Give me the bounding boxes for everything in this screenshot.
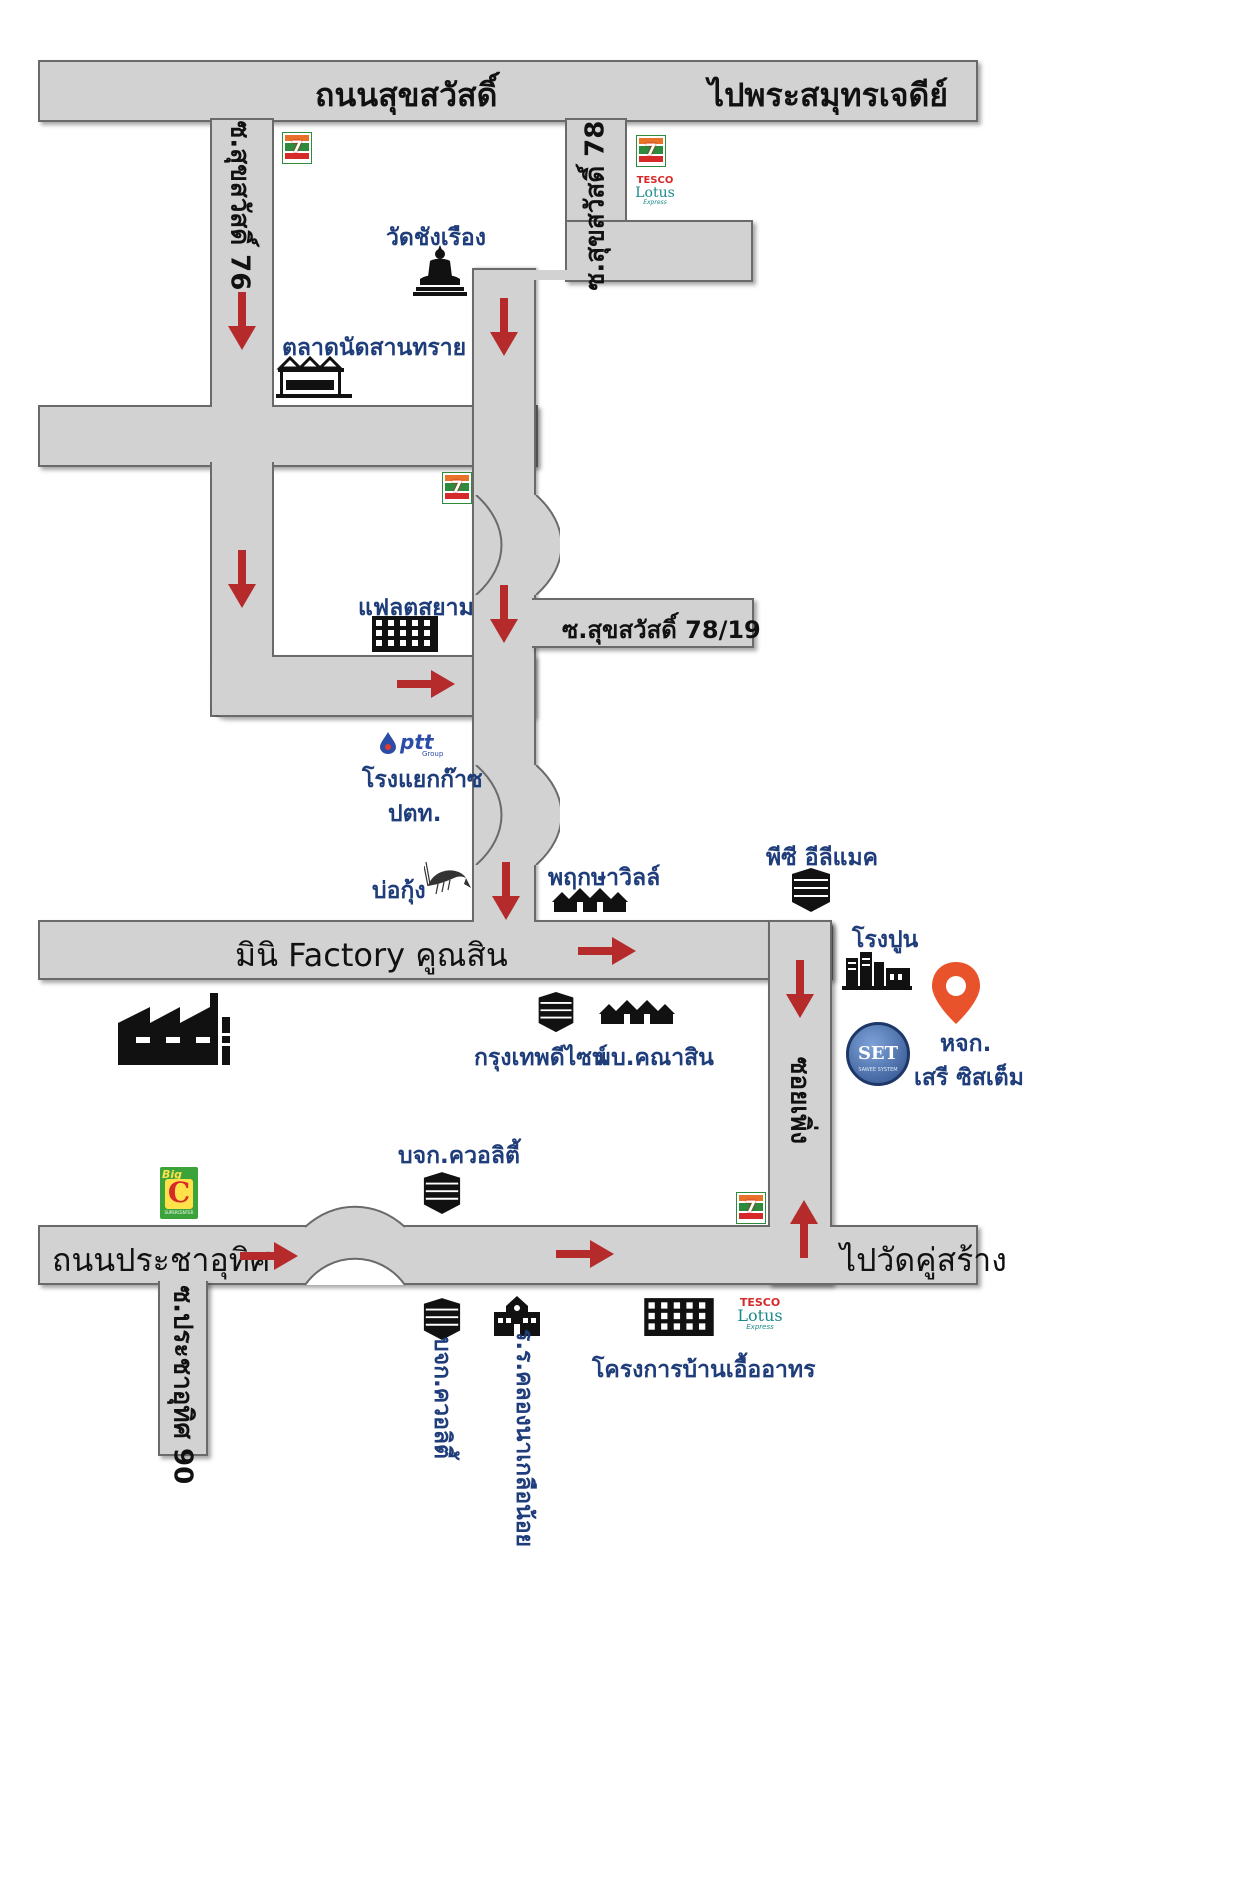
label-shrimp-pond: บ่อกุ้ง	[372, 878, 426, 904]
road-soi-pracha90	[158, 1281, 208, 1456]
seven-eleven-icon: 7	[282, 132, 312, 164]
road-curve-upper	[475, 495, 560, 595]
express-text: Express	[643, 199, 667, 206]
big-c-c-text: C	[167, 1176, 191, 1209]
arrow-down-icon	[228, 292, 256, 350]
road-label-soi76: ซ.สุขสวัสดิ์ 76	[224, 120, 255, 291]
road-label-sukhumvit: ถนนสุขสวัสดิ์	[315, 76, 498, 114]
label-hq: หจก.	[940, 1031, 992, 1057]
school-icon	[494, 1296, 540, 1336]
arrow-down-icon	[786, 960, 814, 1018]
road-crossroad	[38, 405, 538, 467]
lotus-text: Lotus	[737, 1306, 783, 1325]
road-mini-factory	[38, 920, 833, 980]
road-soi76	[210, 118, 274, 418]
seven-eleven-icon: 7	[636, 135, 666, 167]
road-label-pracha-uthit: ถนนประชาอุทิศ	[52, 1241, 271, 1279]
ptt-drop-icon	[380, 732, 396, 754]
label-khanasin-village: มบ.คณาสิน	[596, 1045, 714, 1071]
arrow-down-icon	[492, 862, 520, 920]
road-joint	[567, 120, 625, 126]
road-label-soi-phueng: ซอยเพิ่ง	[784, 1056, 815, 1145]
office-building-icon	[792, 868, 830, 912]
buddha-icon	[413, 245, 467, 296]
road-label-soi78: ซ.สุขสวัสดิ์ 78	[580, 120, 611, 291]
road-joint	[474, 270, 624, 280]
label-housing-project: โครงการบ้านเอื้ออาทร	[592, 1357, 816, 1383]
label-ptt: ปตท.	[388, 801, 442, 827]
location-pin-icon	[932, 962, 980, 1024]
label-quality-co: บจก.ควอลิตี้	[398, 1143, 520, 1169]
arrow-up-icon	[790, 1200, 818, 1258]
arrow-right-icon	[578, 937, 636, 965]
arrow-down-icon	[490, 298, 518, 356]
market-icon	[276, 356, 352, 398]
apartment-building-icon	[372, 616, 438, 652]
label-quality-co-vertical: บจก.ควอลิตี้	[429, 1337, 455, 1459]
houses-icon	[552, 888, 628, 912]
set-logo-text: SET	[857, 1043, 899, 1064]
road-label-mini-factory: มินิ Factory คูณสิน	[235, 936, 508, 974]
ptt-text: ptt	[400, 730, 434, 754]
arrow-right-icon	[240, 1242, 298, 1270]
seven-eleven-icon: 7	[442, 472, 472, 504]
label-hq-name: เสรี ซิสเต็ม	[914, 1065, 1024, 1091]
road-label-soi78-19: ซ.สุขสวัสดิ์ 78/19	[562, 616, 761, 644]
label-school: ร.ร.คลองนาเกลือน้อย	[511, 1328, 537, 1548]
road-joint	[212, 402, 272, 466]
factory-icon	[118, 993, 230, 1065]
express-text: Express	[746, 1323, 774, 1331]
big-c-big-text: Big	[162, 1168, 183, 1181]
road-joint	[212, 120, 272, 126]
road-label-soi-pracha90: ซ.ประชาอุทิศ 90	[167, 1285, 198, 1485]
set-tagline-text: SAWEE SYSTEM	[858, 1067, 898, 1073]
ptt-logo-icon: ptt Group	[380, 730, 450, 758]
tesco-lotus-icon: TESCO Lotus Express	[632, 176, 678, 206]
road-soi78-19	[532, 598, 754, 648]
tesco-lotus-icon: TESCO Lotus Express	[733, 1297, 787, 1331]
tesco-text: TESCO	[739, 1296, 781, 1309]
tesco-text: TESCO	[636, 175, 674, 186]
office-building-icon	[538, 992, 574, 1033]
set-company-logo: SET SAWEE SYSTEM	[846, 1022, 910, 1086]
road-sukhumvit	[38, 60, 978, 122]
road-label-to-wat: ไปวัดคู่สร้าง	[840, 1241, 1007, 1279]
big-c-logo: Big C SUPERCENTER	[160, 1167, 198, 1219]
road-joint	[160, 1279, 206, 1285]
apartment-building-icon	[644, 1298, 714, 1336]
arrow-right-icon	[397, 670, 455, 698]
seven-eleven-icon: 7	[736, 1192, 766, 1224]
label-pruksa-ville: พฤกษาวิลล์	[548, 865, 661, 891]
road-joint	[474, 657, 534, 715]
label-market: ตลาดนัดสานทราย	[282, 335, 467, 361]
office-building-icon	[423, 1172, 461, 1214]
label-cement-plant: โรงปูน	[852, 927, 919, 953]
label-bangkok-design: กรุงเทพดีไซน์	[474, 1045, 608, 1071]
road-overpass	[304, 1205, 406, 1286]
cement-plant-icon	[842, 952, 912, 990]
houses-icon	[599, 1000, 675, 1024]
label-ptt-gas-plant: โรงแยกก๊าซ	[362, 767, 483, 793]
road-label-to-samut: ไปพระสมุทรเจดีย์	[708, 76, 948, 114]
ptt-group-text: Group	[422, 750, 444, 758]
arrow-down-icon	[490, 585, 518, 643]
office-building-icon	[423, 1298, 461, 1340]
arrow-down-icon	[228, 550, 256, 608]
label-pc-emac: พีซี อีลีแมค	[766, 845, 879, 871]
road-curve-lower	[475, 765, 560, 865]
road-joint	[474, 407, 534, 465]
lotus-text: Lotus	[635, 185, 675, 201]
shrimp-icon	[424, 862, 471, 895]
arrow-right-icon	[556, 1240, 614, 1268]
big-c-sub-text: SUPERCENTER	[164, 1210, 194, 1215]
label-wat-chang-rueang: วัดชังเรือง	[386, 225, 486, 251]
road-joint	[474, 918, 534, 978]
